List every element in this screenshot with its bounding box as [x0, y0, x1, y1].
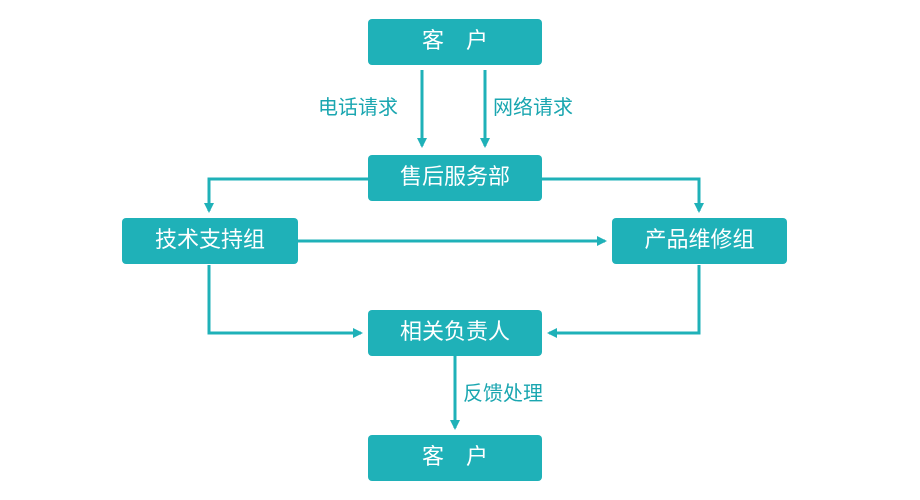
arrow-tech-to-responsible — [207, 265, 363, 338]
node-customer-top: 客 户 — [368, 19, 542, 65]
arrow-repair-to-responsible — [547, 265, 701, 338]
node-responsible: 相关负责人 — [368, 310, 542, 356]
node-product-repair: 产品维修组 — [612, 218, 787, 264]
node-tech-support: 技术支持组 — [122, 218, 298, 264]
label-web-request: 网络请求 — [493, 95, 573, 119]
node-after-sales: 售后服务部 — [368, 155, 542, 201]
label-phone-request: 电话请求 — [318, 95, 398, 119]
arrow-to-tech-support — [204, 177, 368, 213]
label-feedback: 反馈处理 — [463, 381, 543, 405]
node-customer-bottom: 客 户 — [368, 435, 542, 481]
arrow-to-product-repair — [542, 177, 704, 213]
